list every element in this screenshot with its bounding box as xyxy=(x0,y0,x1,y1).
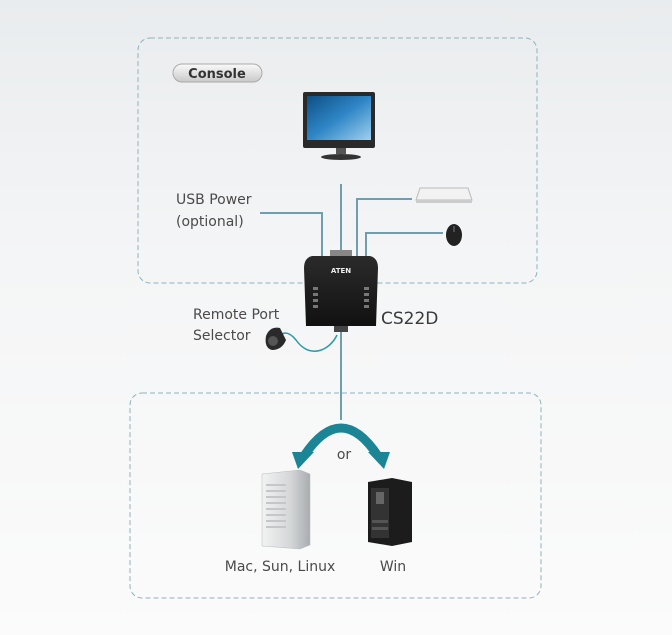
windows-pc-tower-icon xyxy=(368,478,412,546)
remote-port-label: Remote Port xyxy=(193,307,280,323)
monitor-icon xyxy=(303,92,375,160)
computers-region xyxy=(129,392,542,599)
mac-sun-linux-label: Mac, Sun, Linux xyxy=(225,559,336,575)
device-model-label: CS22D xyxy=(381,309,438,329)
switch-arrow-icon xyxy=(292,423,390,469)
console-badge: Console xyxy=(172,63,263,83)
win-label: Win xyxy=(380,559,406,575)
mouse-icon xyxy=(446,224,462,246)
mac-tower-icon xyxy=(261,469,311,550)
keyboard-icon xyxy=(415,187,473,203)
cs22d-device: ATEN xyxy=(304,250,378,332)
usb-power-label: USB Power xyxy=(176,192,252,208)
svg-text:Console: Console xyxy=(188,67,246,82)
remote-port-selector-icon xyxy=(265,327,286,350)
or-label: or xyxy=(337,447,352,463)
usb-optional-label: (optional) xyxy=(176,214,244,230)
svg-text:ATEN: ATEN xyxy=(331,267,351,275)
selector-label: Selector xyxy=(193,328,251,344)
